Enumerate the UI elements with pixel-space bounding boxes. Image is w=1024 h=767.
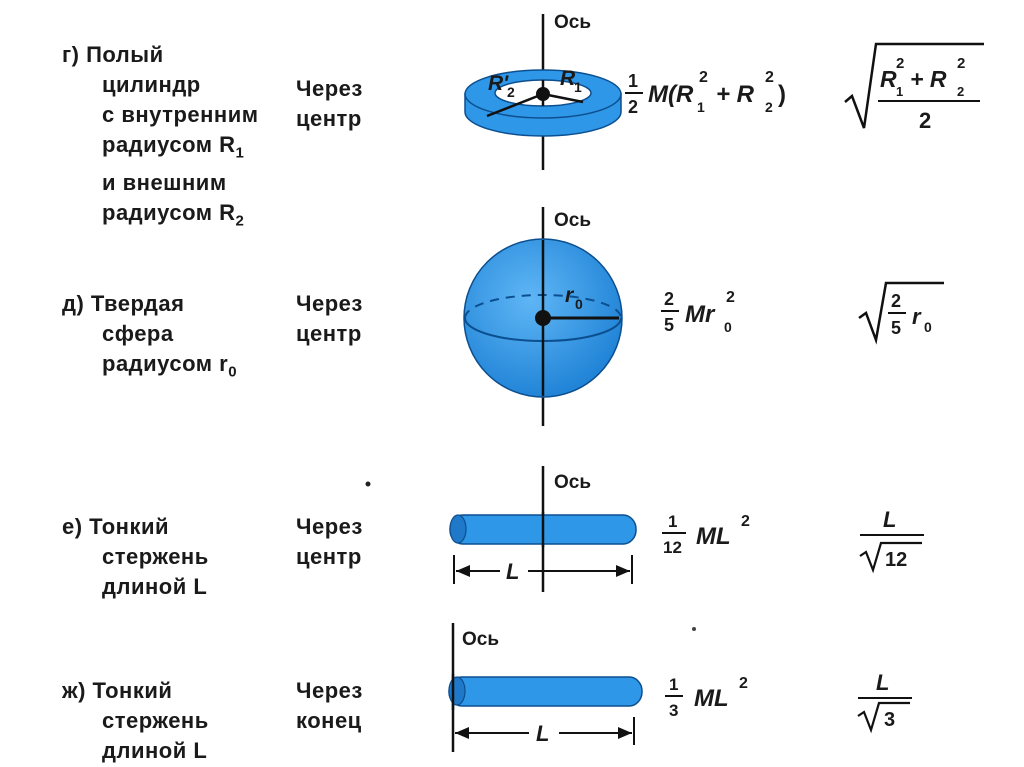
svg-text:1: 1 [669, 675, 678, 694]
gyration-radius-solid-sphere: 2 5 r 0 [858, 281, 944, 345]
desc-line: цилиндр [102, 72, 201, 97]
desc-line: е) Тонкий [62, 514, 170, 539]
thin-rod-end-figure: Ось L [448, 623, 643, 752]
desc-line: радиусом R2 [102, 200, 245, 230]
svg-text:1: 1 [628, 71, 638, 91]
radius-label: r [565, 284, 575, 307]
svg-text:2: 2 [699, 69, 708, 86]
svg-text:L: L [883, 507, 896, 532]
desc-solid-sphere: д) Твердая сфера радиусом r0 [62, 289, 282, 387]
svg-text:+ R: + R [910, 66, 947, 92]
radius-outer-line [486, 92, 544, 118]
desc-line: длиной L [102, 738, 208, 763]
axis-label: Ось [554, 472, 591, 493]
axis-label: Ось [554, 210, 591, 231]
rod-body [448, 676, 643, 707]
svg-text:2: 2 [726, 289, 735, 306]
svg-text:5: 5 [891, 318, 901, 338]
svg-text:2: 2 [765, 99, 773, 115]
inertia-formula-hollow-cylinder: 1 2 M(R 1 2 + R 2 2 ) [625, 69, 786, 117]
svg-text:0: 0 [924, 319, 932, 335]
svg-text:2: 2 [628, 97, 638, 117]
desc-line: сфера [102, 321, 174, 346]
desc-line: стержень [102, 544, 209, 569]
desc-line: радиусом r0 [102, 351, 238, 381]
axis-label: Ось [554, 12, 591, 33]
inertia-formula-solid-sphere: 2 5 Mr 0 2 [661, 289, 735, 335]
svg-text:5: 5 [664, 315, 674, 335]
rod-end-cap [449, 514, 467, 544]
svg-text:L: L [876, 670, 889, 695]
desc-line: стержень [102, 708, 209, 733]
dim-arrow-right [618, 727, 632, 739]
gyration-radius-rod-center: L 12 [859, 507, 924, 574]
desc-thin-rod-end: ж) Тонкий стержень длиной L [62, 676, 282, 766]
hollow-cylinder-figure: Ось R' 2 R 1 [464, 12, 622, 170]
svg-text:Mr: Mr [685, 301, 716, 328]
svg-text:R: R [880, 66, 897, 92]
svg-text:r: r [912, 304, 922, 329]
svg-text:3: 3 [884, 709, 895, 731]
svg-text:2: 2 [741, 513, 750, 530]
length-label: L [506, 559, 519, 584]
svg-text:2: 2 [919, 108, 931, 133]
radius-sub: 0 [575, 296, 583, 312]
svg-text:12: 12 [885, 549, 907, 571]
radius-outer-label: R' [488, 72, 509, 95]
center-dot [535, 310, 551, 326]
center-dot [536, 87, 550, 101]
inertia-formula-rod-end: 1 3 ML 2 [665, 675, 748, 720]
length-label: L [536, 721, 549, 746]
speck-mark [692, 627, 696, 631]
svg-text:2: 2 [664, 289, 674, 309]
speck-mark [365, 481, 371, 487]
desc-line: г) Полый [62, 42, 164, 67]
radius-inner-label: R [560, 67, 576, 90]
gyration-radius-hollow-cylinder: R 1 2 + R 2 2 2 [844, 42, 984, 133]
svg-text:2: 2 [957, 55, 965, 72]
rod-end-cap [448, 676, 466, 706]
solid-sphere-figure: Ось r 0 [463, 207, 623, 426]
axis-through-hollow-cylinder: Через центр [296, 76, 363, 131]
svg-text:ML: ML [694, 685, 729, 712]
inertia-formula-rod-center: 1 12 ML 2 [662, 512, 750, 557]
desc-line: ж) Тонкий [62, 678, 173, 703]
svg-text:1: 1 [896, 84, 903, 99]
svg-text:ML: ML [696, 523, 731, 550]
svg-text:3: 3 [669, 701, 678, 720]
desc-line: с внутренним [102, 102, 259, 127]
radius-outer-sub: 2 [507, 84, 515, 100]
gyration-radius-rod-end: L 3 [857, 670, 912, 734]
svg-text:2: 2 [891, 291, 901, 311]
dim-arrow-left [456, 565, 470, 577]
svg-text:M(R: M(R [648, 81, 694, 108]
svg-text:12: 12 [663, 538, 682, 557]
svg-text:2: 2 [739, 675, 748, 692]
desc-line: длиной L [102, 574, 208, 599]
thin-rod-center-figure: Ось L [449, 466, 637, 592]
svg-text:2: 2 [896, 55, 904, 72]
axis-label: Ось [462, 629, 499, 650]
svg-text:0: 0 [724, 319, 732, 335]
radius-inner-sub: 1 [574, 79, 582, 95]
axis-through-solid-sphere: Через центр [296, 291, 363, 346]
desc-hollow-cylinder: г) Полый цилиндр с внутренним радиусом R… [62, 40, 282, 237]
svg-text:1: 1 [668, 512, 677, 531]
desc-line: д) Твердая [62, 291, 185, 316]
axis-through-rod-end: Через конец [296, 678, 363, 733]
svg-text:1: 1 [697, 99, 705, 115]
desc-line: и внешним [102, 170, 227, 196]
axis-through-rod-center: Через центр [296, 514, 363, 569]
svg-text:+ R: + R [716, 81, 755, 108]
svg-text:2: 2 [765, 69, 774, 86]
dim-arrow-right [616, 565, 630, 577]
desc-line: радиусом R1 [102, 132, 245, 162]
svg-text:): ) [778, 81, 786, 108]
dim-arrow-left [455, 727, 469, 739]
desc-thin-rod-center: е) Тонкий стержень длиной L [62, 512, 282, 602]
svg-text:2: 2 [957, 84, 964, 99]
